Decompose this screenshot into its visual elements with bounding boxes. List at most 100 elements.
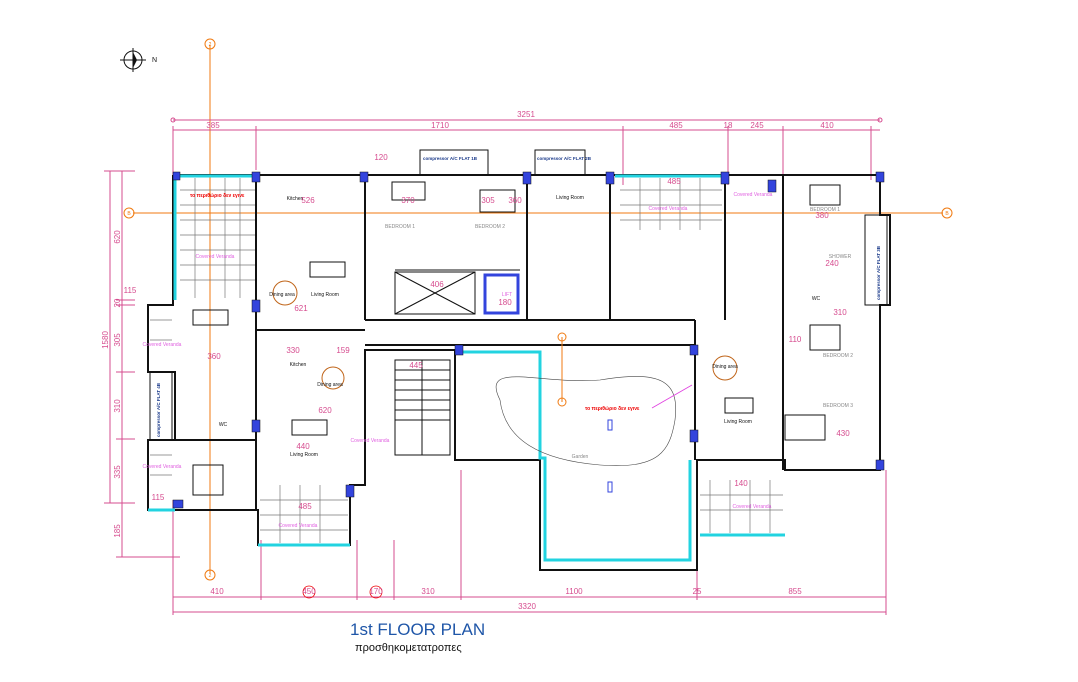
dim-inner: 310: [833, 308, 847, 317]
dim-inner: 360: [508, 196, 522, 205]
room-label-bedroom3: BEDROOM 3: [823, 403, 853, 409]
dim-bottom-2: 450: [302, 587, 316, 596]
dim-top-1: 385: [206, 121, 220, 130]
dim-top-4: 18: [724, 121, 733, 130]
dim-left-2: 20: [113, 298, 122, 307]
columns: [172, 171, 885, 509]
room-label-shower: SHOWER: [829, 254, 852, 260]
dim-bottom-1: 410: [210, 587, 224, 596]
dim-top-overall: 3251: [517, 110, 535, 119]
grid-axis-horizontal: B B: [123, 207, 953, 219]
dim-inner: 406: [430, 280, 444, 289]
dim-inner: 180: [498, 298, 512, 307]
dim-left-overall: 1580: [101, 331, 110, 349]
dim-top-6: 410: [820, 121, 834, 130]
veranda-label-4: Covered Veranda: [143, 342, 182, 348]
room-label-dining-1: Dining area: [269, 292, 295, 298]
compressor-label-3b: compressor A/C FLAT 3B: [876, 245, 881, 300]
lift-label: LIFT: [502, 292, 512, 298]
dim-bottom-5: 1100: [565, 587, 583, 596]
drawing-title: 1st FLOOR PLAN: [350, 620, 486, 639]
wc-label-1: WC: [219, 422, 228, 428]
room-labels: Kitchen Living Room Dining area BEDROOM …: [143, 192, 854, 529]
note-garden: το περιθώριο δεν εγινε: [585, 406, 640, 412]
dim-inner: 110: [789, 335, 802, 344]
grid-axis-vertical: 2 2: [204, 38, 216, 581]
dim-inner: 140: [734, 479, 748, 488]
furniture: [192, 181, 841, 496]
top-dimensions: 3251 385 1710 485 18 245 410: [170, 110, 883, 185]
dim-left-6: 185: [113, 524, 122, 538]
veranda-label-2: Covered Veranda: [649, 206, 688, 212]
dim-bottom-3: 170: [369, 587, 383, 596]
dim-inner: 485: [667, 177, 681, 186]
room-label-bedroom2-b: BEDROOM 2: [823, 353, 853, 359]
left-dimensions: 1580 620 20 305 310 335 185: [101, 170, 180, 558]
dim-bottom-7: 855: [788, 587, 802, 596]
veranda-label-1: Covered Veranda: [196, 254, 235, 260]
dim-top-2: 1710: [431, 121, 449, 130]
inner-dimensions: 115 115 120 370 305 360 406 180 485 380 …: [124, 153, 851, 511]
room-label-living-4: Living Room: [724, 419, 752, 425]
dim-inner: 330: [286, 346, 300, 355]
dim-inner: 240: [825, 259, 839, 268]
dim-left-3: 305: [113, 333, 122, 347]
dim-inner: 120: [374, 153, 388, 162]
dim-inner: 380: [815, 211, 829, 220]
room-label-bedroom2-a: BEDROOM 2: [475, 224, 505, 230]
dim-inner: 440: [296, 442, 310, 451]
dim-inner: 526: [301, 196, 315, 205]
dim-inner: 485: [298, 502, 312, 511]
dim-left-1: 620: [113, 230, 122, 244]
room-label-living-3: Living Room: [290, 452, 318, 458]
dim-inner: 115: [124, 286, 137, 295]
axis-label-top: 2: [209, 42, 212, 48]
dim-bottom-4: 310: [421, 587, 435, 596]
compressor-label-4b: compressor A/C FLAT 4B: [156, 382, 161, 437]
room-label-dining-2: Dining area: [317, 382, 343, 388]
bottom-dimensions: 410 450 170 310 1100 25 855 3320: [172, 470, 887, 615]
room-label-bedroom1-a: BEDROOM 1: [385, 224, 415, 230]
room-label-bedroom1-b: BEDROOM 1: [810, 207, 840, 213]
room-label-kitchen-1: Kitchen: [287, 196, 304, 202]
dim-left-5: 335: [113, 465, 122, 479]
axis-label-left: B: [127, 211, 131, 217]
room-label-dining-3: Dining area: [712, 364, 738, 370]
dim-bottom-overall: 3320: [518, 602, 536, 611]
garden-label: Garden: [572, 454, 589, 460]
room-label-living-1: Living Room: [311, 292, 339, 298]
north-arrow-icon: N: [120, 48, 157, 72]
dim-inner: 305: [481, 196, 495, 205]
compressor-label-1b: compressor A/C FLAT 1B: [423, 156, 478, 161]
compressor-units: compressor A/C FLAT 1B compressor A/C FL…: [149, 149, 888, 441]
dim-inner: 370: [401, 196, 415, 205]
veranda-tiling: [150, 178, 783, 543]
dim-inner: 445: [409, 361, 423, 370]
dim-inner: 115: [152, 493, 165, 502]
dim-inner: 360: [207, 352, 221, 361]
axis-label-right: B: [945, 211, 949, 217]
veranda-label-3: Covered Veranda: [734, 192, 773, 198]
veranda-label-7: Covered Veranda: [351, 438, 390, 444]
drawing-subtitle: προσθηκομετατροπες: [355, 642, 462, 654]
dim-inner: 430: [836, 429, 850, 438]
room-label-living-2: Living Room: [556, 195, 584, 201]
wc-label-2: WC: [812, 296, 821, 302]
veranda-label-8: Covered Veranda: [733, 504, 772, 510]
dim-top-5: 245: [750, 121, 764, 130]
axis-label-bottom: 2: [209, 573, 212, 579]
dim-top-3: 485: [669, 121, 683, 130]
note-veranda: το περιθώριο δεν εγινε: [190, 193, 245, 199]
dim-bottom-6: 25: [693, 587, 702, 596]
compressor-label-2b: compressor A/C FLAT 2B: [537, 156, 592, 161]
dim-inner: 621: [294, 304, 308, 313]
building-walls: [147, 174, 891, 571]
dim-left-4: 310: [113, 399, 122, 413]
north-label: N: [152, 57, 157, 64]
garden: Garden το περιθώριο δεν εγινε: [495, 332, 693, 493]
veranda-label-5: Covered Veranda: [143, 464, 182, 470]
dim-inner: 620: [318, 406, 332, 415]
dim-inner: 159: [336, 346, 350, 355]
room-label-kitchen-2: Kitchen: [290, 362, 307, 368]
